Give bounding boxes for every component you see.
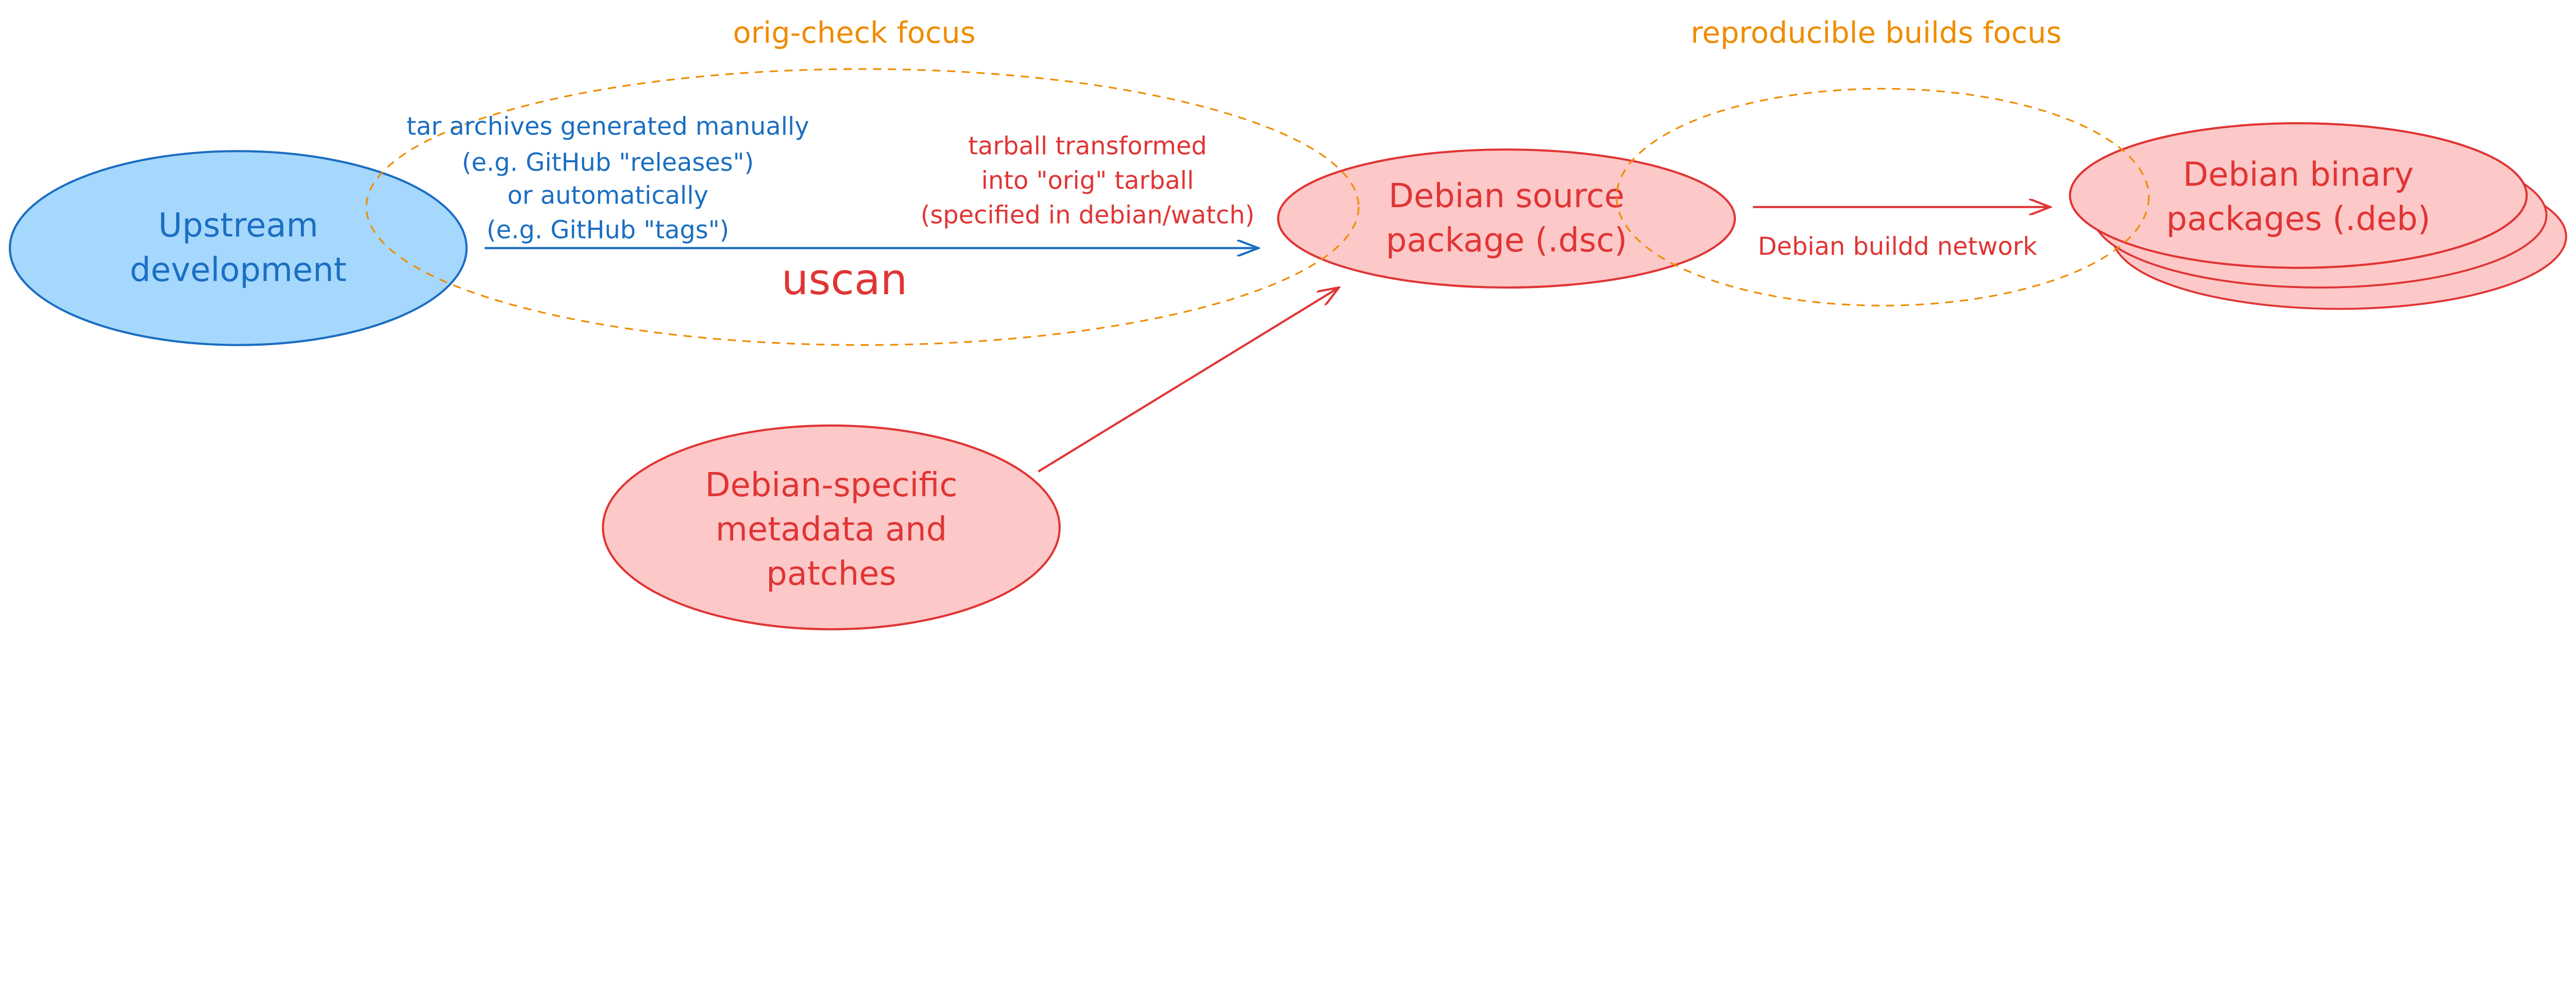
edge-upstream-to-source: tar archives generated manually (e.g. Gi… bbox=[406, 112, 1259, 305]
edge-source-to-binary: Debian buildd network bbox=[1753, 207, 2050, 261]
binary-node-stack: Debian binary packages (.deb) bbox=[2069, 122, 2567, 310]
upstream-label-1: Upstream bbox=[158, 207, 318, 245]
binary-stack-front bbox=[2069, 122, 2528, 269]
tar-archives-label-2: (e.g. GitHub "releases") bbox=[462, 149, 754, 177]
metadata-label-2: metadata and bbox=[716, 511, 947, 549]
buildd-network-label: Debian buildd network bbox=[1758, 232, 2037, 261]
tar-archives-label-1: tar archives generated manually bbox=[406, 112, 809, 141]
reproducible-focus-label: reproducible builds focus bbox=[1691, 15, 2062, 50]
edge-metadata-to-source bbox=[1038, 288, 1339, 472]
uscan-label: uscan bbox=[782, 255, 908, 305]
source-label-2: package (.dsc) bbox=[1386, 222, 1627, 260]
reproducible-builds-focus: reproducible builds focus bbox=[1616, 15, 2150, 307]
source-label-1: Debian source bbox=[1388, 177, 1624, 215]
debian-packaging-diagram: Upstream development Debian-specific met… bbox=[9, 15, 2567, 631]
upstream-node: Upstream development bbox=[9, 150, 468, 346]
source-node: Debian source package (.dsc) bbox=[1277, 148, 1736, 289]
metadata-label-1: Debian-specific bbox=[705, 466, 958, 504]
upstream-label-2: development bbox=[130, 251, 347, 289]
orig-check-focus: orig-check focus bbox=[365, 15, 1360, 346]
transform-label-3: (specified in debian/watch) bbox=[921, 201, 1255, 230]
transform-label-1: tarball transformed bbox=[968, 132, 1207, 161]
tar-archives-label-3: or automatically bbox=[507, 181, 708, 210]
tar-archives-label-4: (e.g. GitHub "tags") bbox=[486, 216, 729, 244]
metadata-node: Debian-specific metadata and patches bbox=[602, 424, 1061, 631]
binary-label-2: packages (.deb) bbox=[2166, 200, 2431, 238]
binary-label-1: Debian binary bbox=[2183, 156, 2414, 194]
orig-check-focus-label: orig-check focus bbox=[733, 15, 976, 50]
metadata-label-3: patches bbox=[766, 555, 896, 593]
transform-label-2: into "orig" tarball bbox=[981, 167, 1194, 195]
